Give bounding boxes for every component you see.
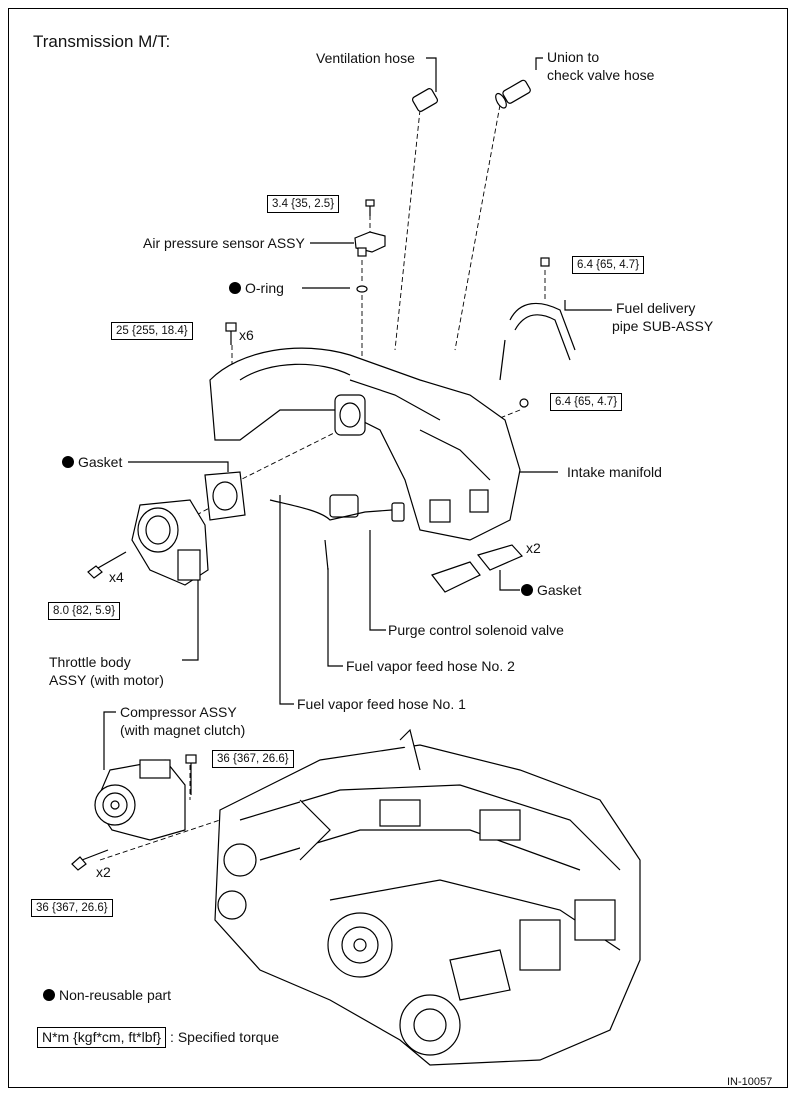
legend-non-reusable-text: Non-reusable part bbox=[59, 987, 172, 1003]
legend-non-reusable: Non-reusable part bbox=[43, 987, 171, 1004]
label-ventilation-hose: Ventilation hose bbox=[316, 50, 415, 66]
label-compressor-line1: Compressor ASSY bbox=[120, 704, 237, 720]
leader-gasket-throttle bbox=[128, 461, 229, 472]
label-o-ring: O-ring bbox=[229, 280, 284, 297]
legend-torque: N*m {kgf*cm, ft*lbf}: Specified torque bbox=[37, 1027, 279, 1048]
legend-torque-desc: : Specified torque bbox=[170, 1029, 280, 1045]
compressor-bolt-lower-shape bbox=[71, 849, 109, 871]
throttle-gasket-shape bbox=[204, 471, 246, 521]
label-gasket-throttle: Gasket bbox=[62, 454, 122, 471]
label-gasket-throttle-text: Gasket bbox=[78, 454, 123, 470]
leader-ventilation-hose bbox=[426, 57, 437, 92]
non-reusable-marker-icon bbox=[521, 584, 533, 596]
label-air-pressure-sensor: Air pressure sensor ASSY bbox=[143, 235, 305, 251]
legend-torque-format: N*m {kgf*cm, ft*lbf} bbox=[37, 1027, 167, 1048]
manifold-bolt-shape bbox=[225, 322, 237, 345]
o-ring-shape bbox=[356, 285, 368, 293]
intake-manifold-shape bbox=[209, 347, 521, 541]
torque-fuel-pipe-bolt: 6.4 {65, 4.7} bbox=[572, 256, 645, 274]
leader-union bbox=[535, 57, 543, 70]
label-purge-valve: Purge control solenoid valve bbox=[388, 622, 564, 638]
non-reusable-marker-icon bbox=[229, 282, 241, 294]
non-reusable-marker-icon bbox=[62, 456, 74, 468]
label-vapor-hose-1: Fuel vapor feed hose No. 1 bbox=[297, 696, 466, 712]
throttle-bolt-shape bbox=[87, 551, 127, 579]
manifold-gasket-shape bbox=[431, 544, 524, 593]
fuel-pipe-nut-shape bbox=[519, 398, 529, 408]
leader-throttle-body bbox=[182, 578, 199, 661]
torque-sensor-bolt: 3.4 {35, 2.5} bbox=[267, 195, 340, 213]
sensor-bolt-shape bbox=[365, 199, 375, 216]
page-title: Transmission M/T: bbox=[33, 32, 171, 51]
label-throttle-line1: Throttle body bbox=[49, 654, 131, 670]
figure-code: IN-10057 bbox=[727, 1076, 773, 1088]
qty-compressor-bolts: x2 bbox=[96, 864, 111, 880]
label-union-line2: check valve hose bbox=[547, 67, 655, 83]
throttle-body-shape bbox=[131, 499, 209, 586]
torque-throttle-bolts: 8.0 {82, 5.9} bbox=[48, 602, 121, 620]
label-union-line1: Union to bbox=[547, 49, 600, 65]
leader-compressor bbox=[103, 711, 116, 770]
label-gasket-manifold-text: Gasket bbox=[537, 582, 582, 598]
leader-fuel-delivery bbox=[564, 300, 612, 311]
leader-gasket-manifold bbox=[499, 570, 520, 591]
torque-fuel-pipe-nut: 6.4 {65, 4.7} bbox=[550, 393, 623, 411]
union-hose-shape bbox=[495, 79, 531, 109]
label-intake-manifold: Intake manifold bbox=[567, 464, 662, 480]
label-throttle-line2: ASSY (with motor) bbox=[49, 672, 164, 688]
air-pressure-sensor-shape bbox=[354, 231, 386, 257]
fuel-delivery-pipe-shape bbox=[499, 257, 576, 381]
compressor-shape bbox=[94, 759, 186, 841]
torque-manifold-bolts: 25 {255, 18.4} bbox=[111, 322, 193, 340]
purge-valve-shape bbox=[329, 494, 405, 522]
qty-throttle-bolts: x4 bbox=[109, 569, 124, 585]
qty-manifold-bolts: x6 bbox=[239, 327, 254, 343]
vapor-hose-1-shape bbox=[269, 499, 393, 521]
non-reusable-marker-icon bbox=[43, 989, 55, 1001]
leader-vapor-hose-2 bbox=[327, 568, 343, 667]
engine-block-shape bbox=[214, 728, 641, 1066]
label-gasket-manifold: Gasket bbox=[521, 582, 581, 599]
qty-manifold-gasket: x2 bbox=[526, 540, 541, 556]
label-compressor-line2: (with magnet clutch) bbox=[120, 722, 246, 738]
torque-compressor-bolt-upper: 36 {367, 26.6} bbox=[212, 750, 294, 768]
label-fuel-delivery-line2: pipe SUB-ASSY bbox=[612, 318, 714, 334]
torque-compressor-bolt-lower: 36 {367, 26.6} bbox=[31, 899, 113, 917]
label-vapor-hose-2: Fuel vapor feed hose No. 2 bbox=[346, 658, 515, 674]
compressor-bolt-upper-shape bbox=[185, 754, 197, 795]
ventilation-hose-shape bbox=[411, 88, 439, 112]
label-o-ring-text: O-ring bbox=[245, 280, 284, 296]
leader-purge-valve bbox=[369, 530, 386, 631]
leader-vapor-hose-1 bbox=[279, 495, 294, 705]
vapor-hose-2-shape bbox=[324, 539, 329, 571]
label-fuel-delivery-line1: Fuel delivery bbox=[616, 300, 696, 316]
